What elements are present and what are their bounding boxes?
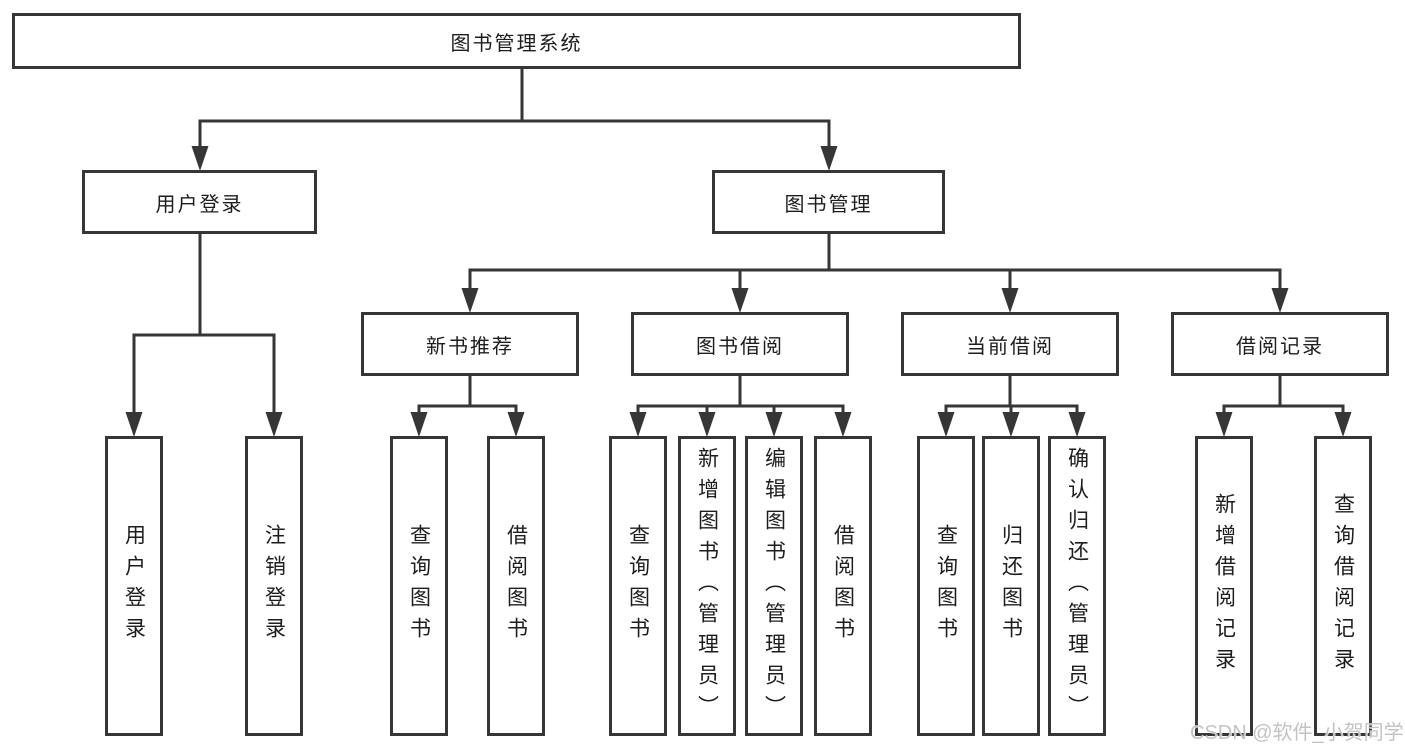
node-book-borrow: 图书借阅 (631, 312, 849, 376)
leaf-query-borrow-record: 查询借阅记录 (1314, 436, 1372, 736)
connector-user-login-to-children (125, 234, 283, 437)
node-current-borrow: 当前借阅 (901, 312, 1119, 376)
node-user-login: 用户登录 (82, 170, 317, 234)
leaf-borrow-books: 借阅图书 (814, 436, 872, 736)
csdn-watermark: CSDN @软件_小贺同学 (1190, 722, 1404, 744)
connector-root-to-level2 (191, 66, 838, 171)
connector-book-mgmt-to-level3 (461, 234, 1289, 313)
leaf-add-borrow-record: 新增借阅记录 (1195, 436, 1253, 736)
node-borrow-records: 借阅记录 (1171, 312, 1389, 376)
connector-book-borrow-to-leaves (629, 376, 852, 437)
leaf-confirm-return-admin: 确认归还（管理员） (1048, 436, 1106, 736)
leaf-query-books-current: 查询图书 (917, 436, 975, 736)
leaf-add-books-admin: 新增图书（管理员） (678, 436, 736, 736)
connector-current-borrow-to-leaves (937, 376, 1086, 437)
leaf-query-books-borrow: 查询图书 (609, 436, 667, 736)
connector-borrow-records-to-leaves (1215, 376, 1352, 437)
node-book-mgmt: 图书管理 (712, 170, 945, 234)
leaf-query-books-rec: 查询图书 (390, 436, 448, 736)
node-root: 图书管理系统 (12, 13, 1021, 69)
leaf-user-login: 用户登录 (105, 436, 163, 736)
node-new-book-rec: 新书推荐 (361, 312, 579, 376)
leaf-borrow-books-rec: 借阅图书 (487, 436, 545, 736)
leaf-edit-books-admin: 编辑图书（管理员） (745, 436, 803, 736)
leaf-logout: 注销登录 (245, 436, 303, 736)
leaf-return-books: 归还图书 (982, 436, 1040, 736)
connector-new-book-rec-to-leaves (410, 376, 525, 437)
